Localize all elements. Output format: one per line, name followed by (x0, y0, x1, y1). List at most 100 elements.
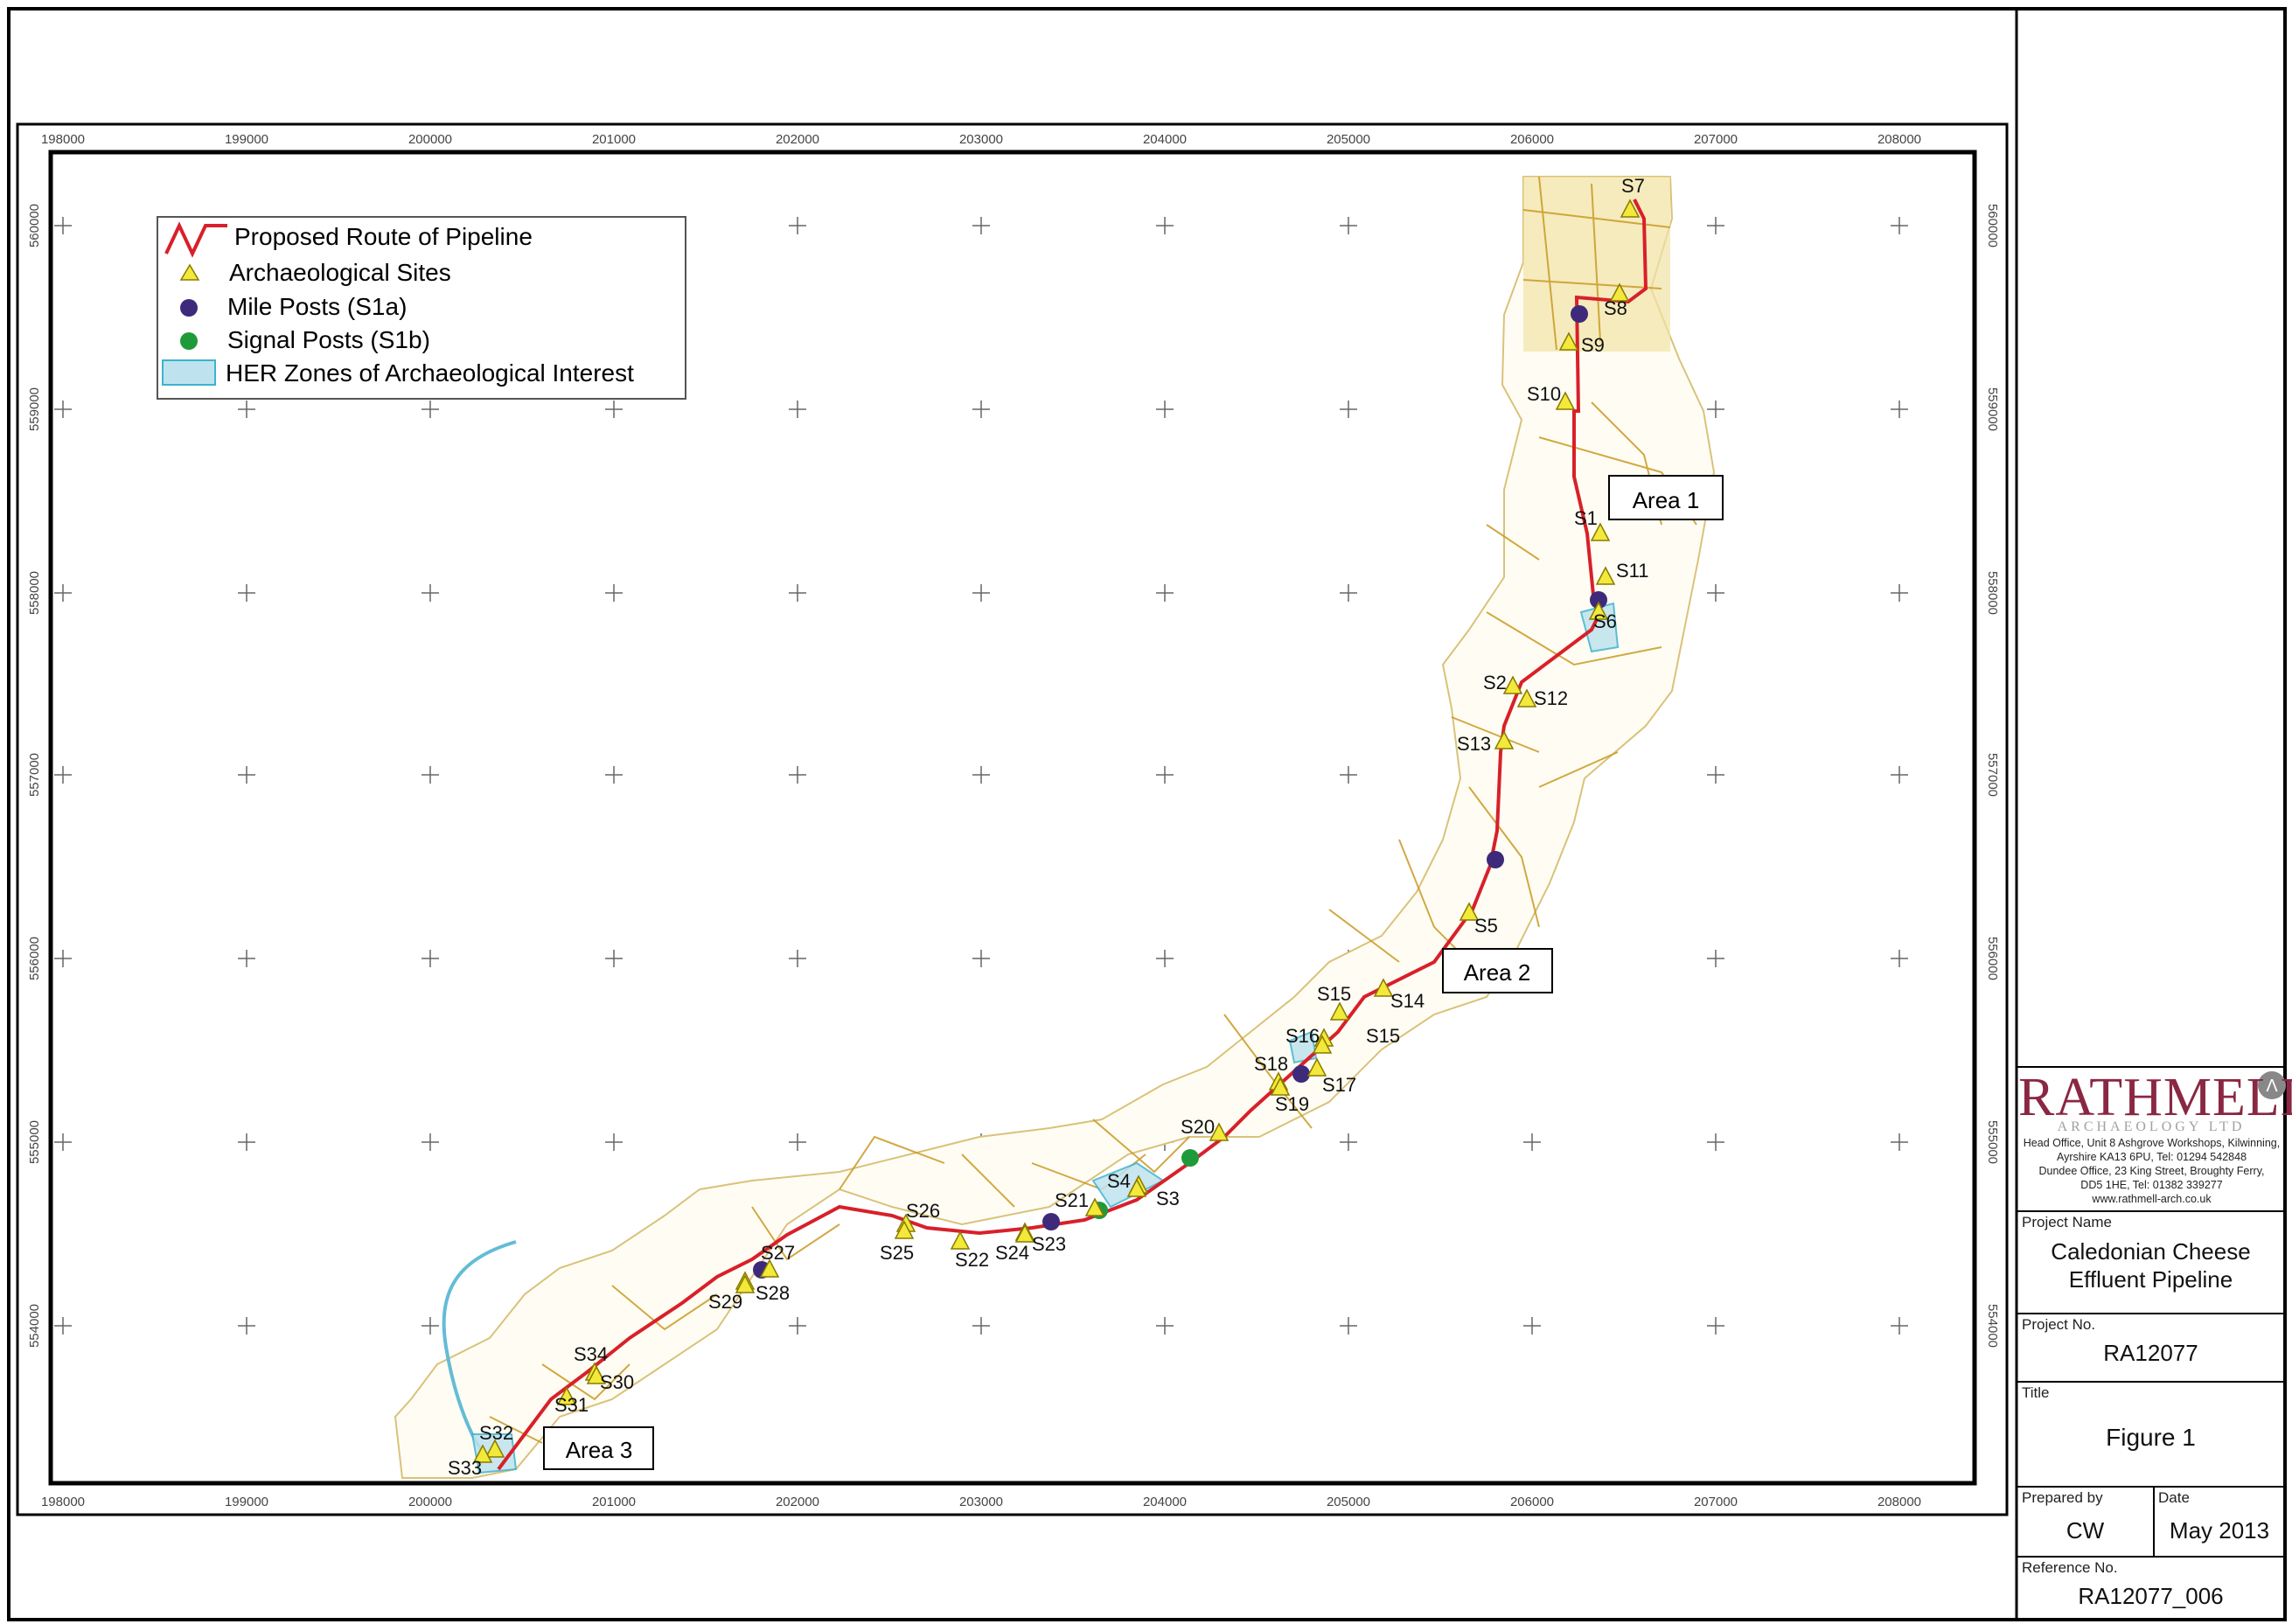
address-line-3: Dundee Office, 23 King Street, Broughty … (2038, 1165, 2265, 1177)
site-marker (1126, 1178, 1147, 1197)
site-label: S34 (574, 1343, 608, 1365)
easting-tick-label: 202000 (776, 132, 819, 147)
legend-route-icon (164, 221, 227, 258)
site-label: S30 (600, 1371, 634, 1393)
site-label: S29 (708, 1291, 742, 1313)
site-marker (1459, 902, 1480, 921)
easting-tick-label: 205000 (1327, 132, 1370, 147)
grid-cross (1340, 584, 1357, 602)
grid-cross (1891, 766, 1908, 784)
northing-tick-label: 554000 (27, 1304, 42, 1348)
reference-no: RA12077_006 (2078, 1583, 2224, 1609)
grid-cross (54, 217, 72, 234)
site-marker (1084, 1197, 1105, 1216)
easting-tick-label: 203000 (959, 1495, 1003, 1509)
site-label: S28 (756, 1282, 790, 1304)
grid-cross (972, 217, 990, 234)
grid-cross (1156, 217, 1174, 234)
project-no: RA12077 (2103, 1340, 2198, 1366)
site-label: S24 (995, 1242, 1029, 1264)
address-line-2: Ayrshire KA13 6PU, Tel: 01294 542848 (2056, 1151, 2247, 1163)
legend-mileposts-label: Mile Posts (S1a) (227, 293, 407, 320)
legend-signalpost-icon (180, 332, 198, 350)
site-label: S10 (1527, 383, 1561, 405)
grid-cross (54, 950, 72, 967)
easting-tick-label: 198000 (41, 132, 85, 147)
site-label: S27 (761, 1242, 795, 1264)
legend-route-label: Proposed Route of Pipeline (234, 223, 533, 250)
grid-cross (238, 1133, 255, 1151)
site-label: S8 (1604, 297, 1627, 319)
logo-emblem-glyph: Λ (2266, 1077, 2278, 1096)
title-label: Title (2022, 1384, 2050, 1401)
date: May 2013 (2169, 1517, 2270, 1544)
grid-cross (421, 1133, 439, 1151)
project-no-label: Project No. (2022, 1316, 2096, 1333)
site-marker (1494, 730, 1515, 749)
northing-tick-label: 559000 (1985, 387, 2000, 431)
prepared-by-label: Prepared by (2022, 1489, 2103, 1506)
easting-tick-label: 207000 (1694, 1495, 1738, 1509)
grid-cross (1707, 766, 1724, 784)
easting-tick-label: 198000 (41, 1495, 85, 1509)
grid-cross (1891, 401, 1908, 418)
grid-cross (789, 1317, 806, 1335)
site-label: S16 (1285, 1025, 1320, 1047)
easting-tick-label: 203000 (959, 132, 1003, 147)
easting-tick-label: 199000 (225, 132, 268, 147)
area-1-label: Area 1 (1633, 487, 1700, 513)
legend-site-icon (179, 263, 200, 281)
site-marker (735, 1274, 756, 1293)
site-marker (1014, 1223, 1035, 1243)
site-marker (1270, 1077, 1291, 1096)
site-label: S22 (955, 1249, 989, 1271)
site-label: S9 (1581, 334, 1605, 356)
site-label: S25 (880, 1242, 914, 1264)
grid-cross (238, 401, 255, 418)
logo-emblem-icon (2258, 1071, 2286, 1099)
site-marker (472, 1444, 493, 1463)
site-marker (1373, 978, 1394, 997)
grid-cross (238, 950, 255, 967)
site-marker (1620, 199, 1641, 218)
easting-tick-label: 206000 (1510, 132, 1554, 147)
grid-labels: 1980001980001990001990002000002000002010… (27, 132, 2000, 1509)
site-marker (556, 1386, 577, 1405)
easting-tick-label: 200000 (408, 132, 452, 147)
prepared-by: CW (2066, 1517, 2105, 1544)
site-label: S14 (1390, 990, 1425, 1012)
area-1-box: Area 1 (1608, 475, 1724, 520)
grid-cross (421, 950, 439, 967)
titleblock-lines (2017, 1066, 2285, 1558)
site-label: S7 (1621, 175, 1645, 197)
northing-tick-label: 556000 (27, 937, 42, 980)
easting-tick-label: 199000 (225, 1495, 268, 1509)
northing-tick-label: 554000 (1985, 1304, 2000, 1348)
site-label: S4 (1107, 1170, 1131, 1192)
site-label: S2 (1483, 672, 1507, 694)
site-marker (1555, 391, 1576, 410)
site-label: S32 (479, 1422, 513, 1444)
site-marker (1595, 566, 1616, 585)
grid-cross (1707, 1133, 1724, 1151)
area-3-box: Area 3 (543, 1426, 654, 1470)
legend-signalposts-label: Signal Posts (S1b) (227, 326, 430, 353)
grid-cross (421, 584, 439, 602)
site-label: S33 (448, 1457, 482, 1479)
grid-cross (1891, 584, 1908, 602)
map-frame-outer (16, 122, 2009, 1516)
grid-cross (1156, 1317, 1174, 1335)
easting-tick-label: 206000 (1510, 1495, 1554, 1509)
grid-cross (605, 401, 623, 418)
archaeological-sites (472, 199, 1641, 1463)
site-marker (1306, 1057, 1327, 1077)
northing-tick-label: 557000 (27, 753, 42, 797)
map-frame-inner (48, 150, 1977, 1486)
site-marker (1502, 675, 1523, 694)
site-label: S3 (1156, 1188, 1180, 1209)
site-label: S19 (1275, 1093, 1309, 1115)
address-line-1: Head Office, Unit 8 Ashgrove Workshops, … (2023, 1137, 2281, 1149)
northing-tick-label: 555000 (27, 1120, 42, 1164)
grid-cross (54, 766, 72, 784)
grid-cross (238, 766, 255, 784)
